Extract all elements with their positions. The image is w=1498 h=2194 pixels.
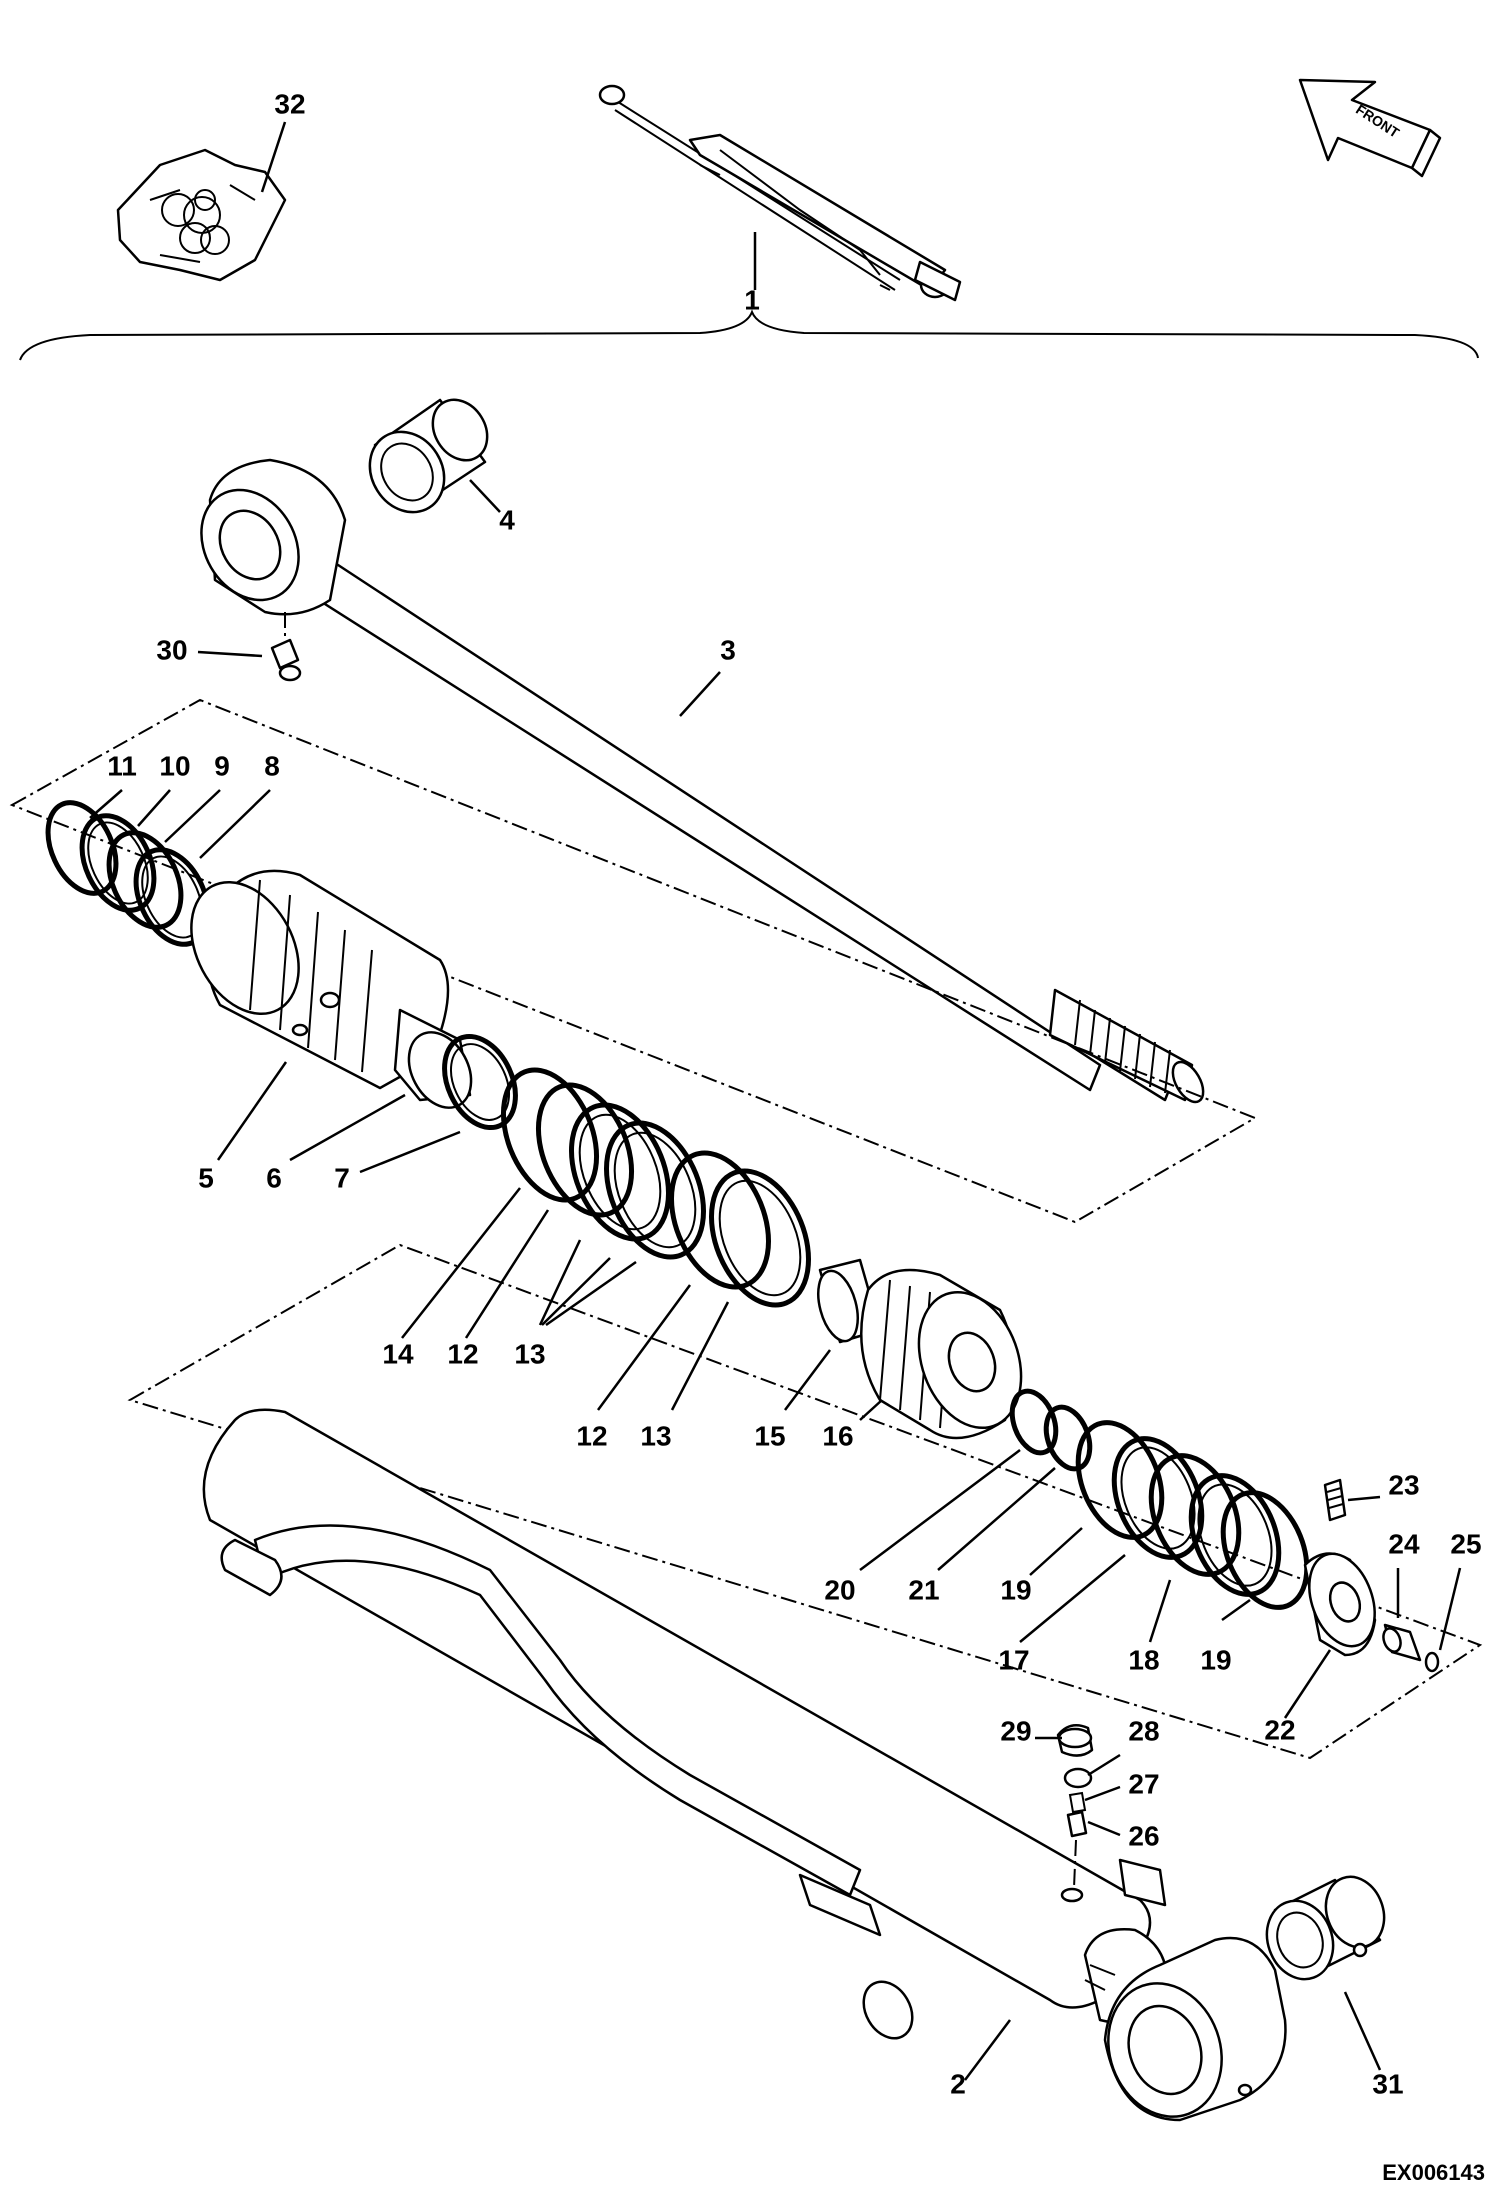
leader-4 [469, 479, 501, 513]
leader-14 [401, 1187, 521, 1339]
leader-32 [260, 121, 287, 193]
leader-3 [679, 671, 721, 717]
callout-32: 32 [274, 88, 305, 119]
callout-24: 24 [1388, 1528, 1420, 1559]
tube-group-boundary [127, 1243, 1483, 1760]
callout-26: 26 [1128, 1820, 1159, 1851]
callout-13b: 13 [640, 1420, 671, 1451]
leader-13a-1 [538, 1239, 582, 1326]
callout-1: 1 [744, 284, 760, 315]
piston [817, 1258, 1023, 1440]
callout-2: 2 [950, 2068, 966, 2099]
grease-nipple-rod [270, 612, 302, 682]
callout-23: 23 [1388, 1469, 1419, 1500]
leader-7 [359, 1130, 461, 1174]
callout-31: 31 [1372, 2068, 1403, 2099]
callout-3: 3 [720, 634, 736, 665]
leader-20 [859, 1449, 1021, 1571]
leader-10 [137, 789, 171, 827]
rod-bushing [368, 398, 489, 514]
leader-19a [1029, 1527, 1083, 1576]
cylinder-tube [202, 1408, 1169, 2040]
leader-28 [1087, 1753, 1121, 1777]
leader-16 [859, 1399, 883, 1421]
callout-9: 9 [214, 750, 230, 781]
leader-26 [1087, 1820, 1121, 1837]
leader-8 [199, 789, 271, 859]
cylinder-head [190, 869, 450, 1090]
front-arrow-icon: FRONT [1298, 78, 1442, 178]
seal-kit-bag [116, 148, 287, 282]
leader-12b [596, 1284, 692, 1411]
leader-11 [89, 789, 123, 819]
callout-7: 7 [334, 1162, 350, 1193]
orings-20-21 [1009, 1388, 1093, 1472]
leader-13b [670, 1301, 730, 1411]
tube-end-eye [1103, 1936, 1287, 2122]
leader-27 [1084, 1785, 1121, 1802]
callout-8: 8 [264, 750, 280, 781]
callout-20: 20 [824, 1574, 855, 1605]
callout-30: 30 [156, 634, 187, 665]
callout-6: 6 [266, 1162, 282, 1193]
callout-17: 17 [998, 1644, 1029, 1675]
seal-set-8-11 [45, 800, 211, 947]
piston-rod [200, 458, 1205, 1104]
leader-22 [1283, 1649, 1332, 1719]
tube-bushing [1265, 1875, 1386, 1981]
leader-18 [1148, 1579, 1172, 1643]
callout-12a: 12 [447, 1338, 478, 1369]
callout-11: 11 [107, 750, 137, 781]
callout-10: 10 [159, 750, 190, 781]
seal-set-12-14 [500, 1067, 811, 1308]
callout-22: 22 [1264, 1714, 1295, 1745]
leader-2 [964, 2019, 1011, 2081]
leader-9 [164, 789, 221, 843]
leader-31 [1343, 1991, 1382, 2071]
callout-21: 21 [908, 1574, 939, 1605]
callout-12b: 12 [576, 1420, 607, 1451]
callout-19b: 19 [1200, 1644, 1231, 1675]
assembled-cylinder [598, 84, 962, 302]
leader-12a [464, 1209, 550, 1339]
callout-29: 29 [1000, 1715, 1031, 1746]
callout-16: 16 [822, 1420, 853, 1451]
leader-21 [937, 1467, 1056, 1571]
group-brace [19, 309, 1479, 361]
leader-15 [784, 1349, 831, 1411]
callout-28: 28 [1128, 1715, 1159, 1746]
callout-19a: 19 [1000, 1574, 1031, 1605]
callout-27: 27 [1128, 1768, 1159, 1799]
head-bushing [393, 1008, 518, 1131]
callout-18: 18 [1128, 1644, 1159, 1675]
piston-seals-17-19 [1075, 1420, 1310, 1610]
callout-14: 14 [382, 1338, 414, 1369]
leader-13a-3 [545, 1260, 637, 1327]
leader-30 [197, 650, 263, 658]
callout-13a: 13 [514, 1338, 545, 1369]
callout-5: 5 [198, 1162, 214, 1193]
drawing-id: EX006143 [1382, 2160, 1485, 2185]
leader-23 [1347, 1495, 1381, 1502]
leader-6 [289, 1093, 406, 1162]
leader-19b [1221, 1598, 1251, 1622]
piston-nut [1303, 1552, 1377, 1657]
locking-pin [1382, 1623, 1440, 1673]
callout-4: 4 [499, 504, 515, 535]
leader-17 [1019, 1554, 1126, 1643]
leader-25 [1438, 1567, 1462, 1651]
leader-13a-2 [541, 1257, 611, 1326]
callout-25: 25 [1450, 1528, 1481, 1559]
leader-5 [216, 1061, 288, 1161]
callout-15: 15 [754, 1420, 785, 1451]
set-screw [1323, 1478, 1347, 1522]
